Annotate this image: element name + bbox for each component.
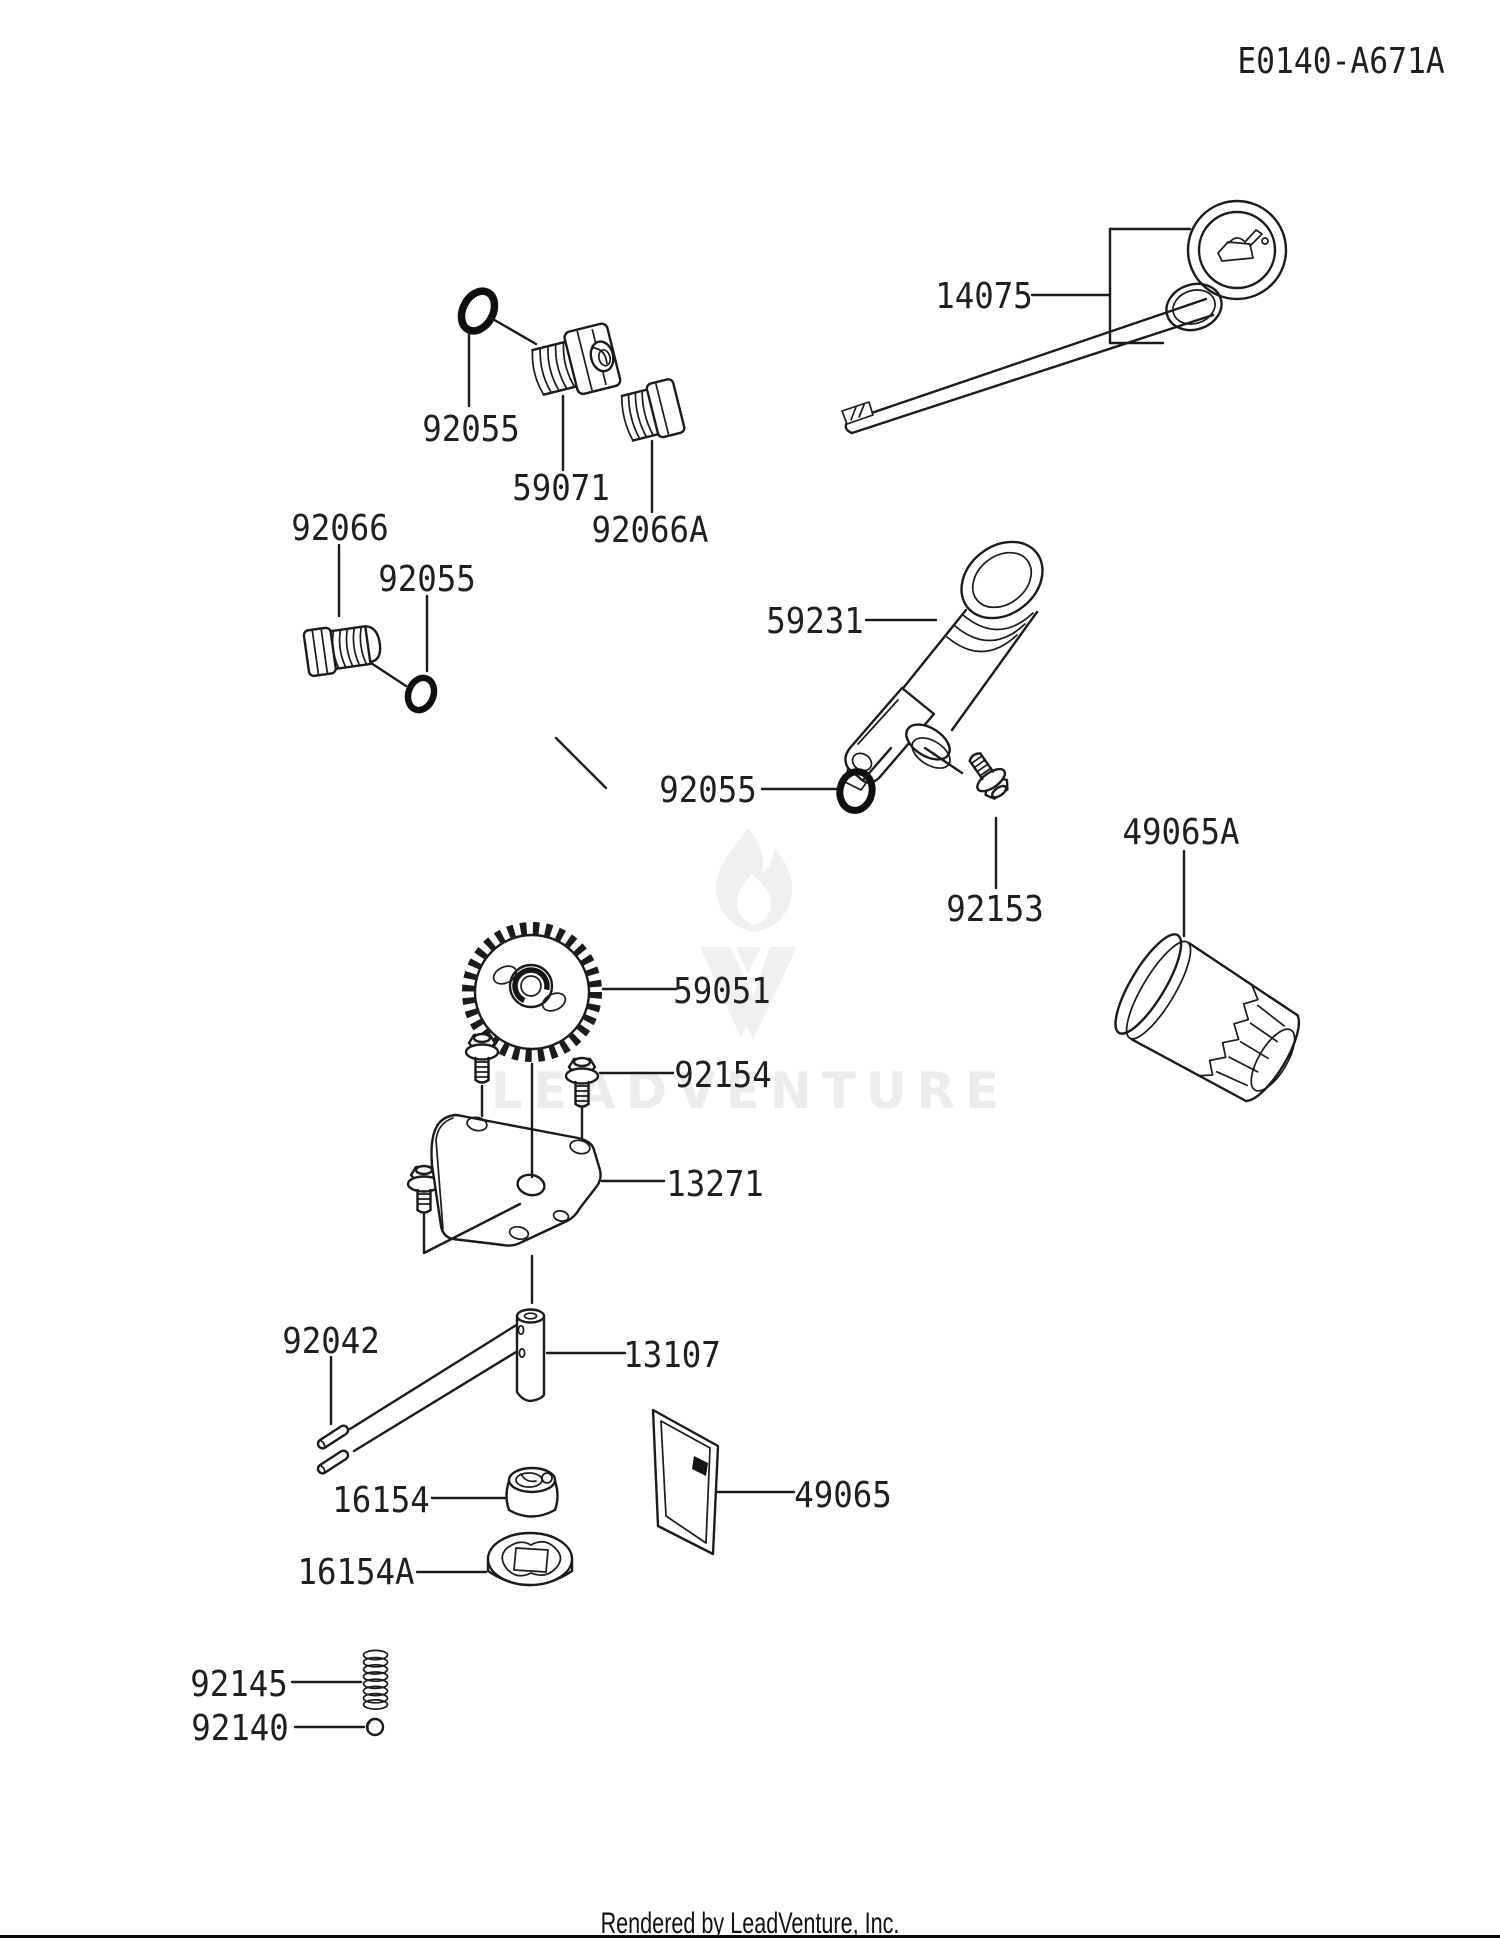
part-oil-filler-tube-59231 xyxy=(844,540,1044,791)
part-o-ring-92055-1 xyxy=(457,287,499,335)
part-plug-92066 xyxy=(302,625,382,678)
part-o-ring-92055-3 xyxy=(836,768,876,814)
page-bottom-edge xyxy=(0,1935,1500,1938)
part-label-59231[interactable]: 59231 xyxy=(766,600,864,642)
part-oil-filter-49065a xyxy=(1114,933,1301,1103)
leader-lines xyxy=(290,227,1192,1729)
part-outer-rotor-16154a xyxy=(486,1531,574,1587)
part-label-92055-1[interactable]: 92055 xyxy=(422,408,520,450)
part-oil-filler-cap-dipstick xyxy=(841,199,1288,435)
part-label-92042[interactable]: 92042 xyxy=(282,1320,380,1362)
part-pins-92042 xyxy=(316,1424,350,1475)
part-label-92055-3[interactable]: 92055 xyxy=(659,769,757,811)
part-label-59071[interactable]: 59071 xyxy=(512,467,610,509)
part-shaft-13107 xyxy=(348,1308,546,1453)
part-ball-92140 xyxy=(365,1717,385,1737)
part-label-13107[interactable]: 13107 xyxy=(623,1334,721,1376)
part-o-ring-92055-2 xyxy=(404,674,438,714)
part-bolt-92153 xyxy=(968,752,1009,800)
part-fitting-59071 xyxy=(531,322,622,396)
part-label-59051[interactable]: 59051 xyxy=(673,970,771,1012)
part-bolt-92154-2 xyxy=(564,1056,600,1108)
part-label-16154a[interactable]: 16154A xyxy=(297,1551,414,1593)
part-spring-92145 xyxy=(362,1649,389,1710)
part-label-14075[interactable]: 14075 xyxy=(935,275,1033,317)
part-gasket-49065 xyxy=(651,1408,720,1556)
part-label-92145[interactable]: 92145 xyxy=(190,1663,288,1705)
part-label-16154[interactable]: 16154 xyxy=(332,1479,430,1521)
part-bracket-13271 xyxy=(430,1113,602,1247)
part-plug-92066a xyxy=(620,378,686,442)
part-label-92066[interactable]: 92066 xyxy=(291,507,389,549)
part-inner-rotor-16154 xyxy=(505,1466,559,1518)
part-label-13271[interactable]: 13271 xyxy=(666,1163,764,1205)
part-bolt-92154-1 xyxy=(464,1032,500,1084)
part-gear-59051 xyxy=(462,922,602,1062)
part-label-92140[interactable]: 92140 xyxy=(191,1707,289,1749)
part-label-49065a[interactable]: 49065A xyxy=(1122,811,1239,853)
part-label-92154[interactable]: 92154 xyxy=(674,1054,772,1096)
part-label-49065[interactable]: 49065 xyxy=(794,1474,892,1516)
part-label-92055-2[interactable]: 92055 xyxy=(378,558,476,600)
part-label-92066a[interactable]: 92066A xyxy=(591,509,708,551)
part-label-92153[interactable]: 92153 xyxy=(946,888,1044,930)
watermark-flame-icon xyxy=(716,828,792,932)
watermark-v-icon xyxy=(700,947,797,1040)
footer-credit: Rendered by LeadVenture, Inc. xyxy=(601,1905,900,1938)
diagram-code: E0140-A671A xyxy=(1237,40,1444,82)
